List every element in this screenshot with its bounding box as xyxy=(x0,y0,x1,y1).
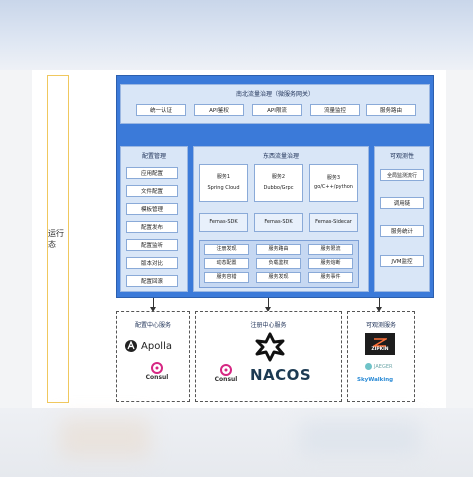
consul-icon xyxy=(151,362,163,374)
config-item-file: 文件配置 xyxy=(126,185,178,197)
service-3-languages: go/C++/python xyxy=(314,183,353,190)
sdk-2-box: Femas-SDK xyxy=(254,213,303,232)
skywalking-logo-text: SkyWalking xyxy=(357,376,394,383)
sidecar-box: Femas-Sidecar xyxy=(309,213,358,232)
obs-item-jvm-monitor: JVM监控 xyxy=(380,255,424,267)
config-item-version-compare: 版本对比 xyxy=(126,257,178,269)
config-center-box xyxy=(116,311,190,402)
apollo-logo-text: Apolla xyxy=(141,340,172,352)
observability-panel xyxy=(374,146,430,292)
consul-logo-text: Consul xyxy=(145,374,169,381)
gov-circuit-breaker: 服务熔断 xyxy=(308,258,353,269)
service-3-name: 服务3 xyxy=(326,174,341,181)
blurred-header-background xyxy=(0,0,473,70)
jaeger-icon xyxy=(365,363,372,370)
obs-item-tracing: 调用链 xyxy=(380,197,424,209)
runtime-label: 运行态 xyxy=(48,229,64,249)
sdk-1-box: Femas-SDK xyxy=(199,213,248,232)
obs-item-service-stats: 服务统计 xyxy=(380,225,424,237)
nacos-logo: NACOS xyxy=(250,366,340,384)
service-2-name: 服务2 xyxy=(271,173,286,180)
zipkin-logo-text: ZIPKIN xyxy=(371,346,389,352)
east-west-title: 东西流量治理 xyxy=(262,153,299,160)
architecture-diagram: 运行态 南北流量治理（微服务网关） 统一认证 API鉴权 API限流 流量监控 … xyxy=(32,70,446,408)
arrow-to-config-center xyxy=(150,298,156,312)
gateway-item-auth: 统一认证 xyxy=(136,104,186,116)
blurred-footer-background xyxy=(0,408,473,477)
zipkin-logo: ZIPKIN xyxy=(365,333,395,355)
skywalking-logo: SkyWalking xyxy=(357,375,413,384)
config-item-publish: 配置发布 xyxy=(126,221,178,233)
gov-service-events: 服务事件 xyxy=(308,272,353,283)
jaeger-logo-text: JAEGER xyxy=(374,363,393,370)
observe-service-box xyxy=(347,311,415,402)
gateway-item-traffic-monitor: 流量监控 xyxy=(310,104,360,116)
zipkin-icon xyxy=(373,337,387,347)
gov-service-routing: 服务路由 xyxy=(256,244,301,255)
service-3-box: 服务3 go/C++/python xyxy=(309,164,358,202)
gov-registry-discovery: 注册发现 xyxy=(204,244,249,255)
config-item-rollback: 配置回滚 xyxy=(126,275,178,287)
gov-fault-tolerance: 服务容错 xyxy=(204,272,249,283)
gov-service-discovery: 服务发现 xyxy=(256,272,301,283)
gateway-item-api-auth: API鉴权 xyxy=(194,104,244,116)
jaeger-logo: JAEGER xyxy=(365,362,407,371)
consul-logo-registry: Consul xyxy=(212,364,240,386)
observe-service-title: 可观测服务 xyxy=(365,322,396,329)
arrow-to-observe-service xyxy=(376,298,382,312)
consul-logo-text: Consul xyxy=(214,376,238,383)
arrow-to-registry-center xyxy=(265,298,271,312)
consul-icon xyxy=(220,364,232,376)
config-item-template: 模板管理 xyxy=(126,203,178,215)
nacos-star-icon xyxy=(254,332,286,362)
gov-dynamic-config: 动态配置 xyxy=(204,258,249,269)
service-2-framework: Dubbo/Grpc xyxy=(263,184,294,191)
service-1-name: 服务1 xyxy=(216,173,231,180)
gov-load-auth: 负载鉴权 xyxy=(256,258,301,269)
config-mgmt-title: 配置管理 xyxy=(141,153,166,160)
config-center-title: 配置中心服务 xyxy=(134,322,171,329)
gateway-title: 南北流量治理（微服务网关） xyxy=(235,91,314,98)
observability-title: 可观测性 xyxy=(389,153,414,160)
gov-service-rate-limit: 服务限流 xyxy=(308,244,353,255)
service-1-box: 服务1 Spring Cloud xyxy=(199,164,248,202)
obs-item-global-monitor: 全局监测流行 xyxy=(380,169,424,181)
nacos-logo-text: NACOS xyxy=(250,366,312,384)
registry-center-title: 注册中心服务 xyxy=(250,322,287,329)
config-item-app: 应用配置 xyxy=(126,167,178,179)
consul-logo-config: Consul xyxy=(132,362,182,384)
config-item-listen: 配置监听 xyxy=(126,239,178,251)
service-1-framework: Spring Cloud xyxy=(207,184,240,191)
service-2-box: 服务2 Dubbo/Grpc xyxy=(254,164,303,202)
gateway-item-routing: 服务路由 xyxy=(366,104,416,116)
apollo-icon xyxy=(125,340,137,352)
gateway-item-rate-limit: API限流 xyxy=(252,104,302,116)
runtime-label-box: 运行态 xyxy=(47,75,69,403)
apollo-logo: Apolla xyxy=(124,336,184,356)
